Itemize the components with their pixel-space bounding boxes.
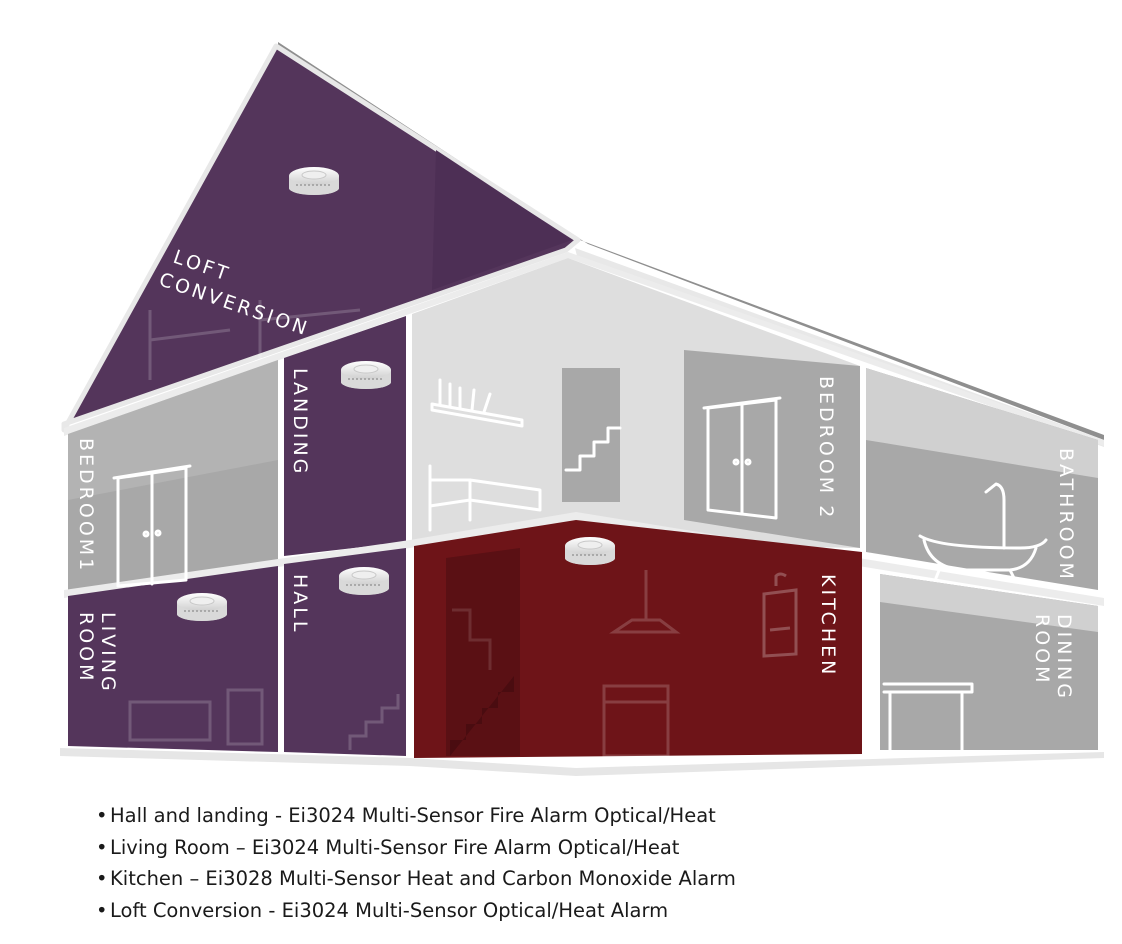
hall-room: [284, 548, 406, 756]
dining-label-line2: ROOM: [1031, 614, 1053, 686]
legend-text: Loft Conversion - Ei3024 Multi-Sensor Op…: [110, 898, 669, 922]
bathroom-label: BATHROOM: [1055, 448, 1077, 582]
legend-item: •Kitchen – Ei3028 Multi-Sensor Heat and …: [96, 863, 736, 895]
smoke-alarm-icon: [564, 536, 616, 566]
center-doorway: [562, 368, 620, 502]
kitchen-room: [414, 520, 862, 758]
kitchen-stair-wall: [446, 548, 520, 756]
alarm-legend-list: •Hall and landing - Ei3024 Multi-Sensor …: [96, 800, 736, 926]
bedroom1-ceiling: [68, 360, 278, 500]
legend-item: •Loft Conversion - Ei3024 Multi-Sensor O…: [96, 895, 736, 927]
legend-text: Living Room – Ei3024 Multi-Sensor Fire A…: [110, 835, 680, 859]
bed-outline: [428, 464, 542, 532]
kitchen-stairs-outline: [450, 608, 514, 756]
bedroom2-label: BEDROOM 2: [815, 376, 837, 520]
dining-table-outline: [882, 682, 974, 752]
hall-stairs-outline: [348, 694, 400, 750]
bedroom2-wardrobe-outline: [702, 396, 782, 520]
dining-ceiling: [880, 574, 1098, 632]
boiler-icon: [762, 572, 798, 658]
bedroom1-wardrobe-outline: [112, 464, 192, 588]
living-furniture-outline: [128, 688, 264, 746]
legend-item: •Hall and landing - Ei3024 Multi-Sensor …: [96, 800, 736, 832]
legend-item: •Living Room – Ei3024 Multi-Sensor Fire …: [96, 832, 736, 864]
living-label-line2: ROOM: [75, 612, 97, 684]
hall-label: HALL: [289, 574, 311, 634]
legend-text: Kitchen – Ei3028 Multi-Sensor Heat and C…: [110, 867, 736, 890]
bullet-icon: •: [96, 804, 108, 827]
kitchen-appliances-outline: [602, 570, 681, 758]
legend-text: Hall and landing - Ei3024 Multi-Sensor F…: [110, 804, 716, 827]
bedroom2-room: [684, 350, 860, 548]
bookshelf-outline: [430, 378, 524, 428]
bullet-icon: •: [96, 898, 108, 922]
loft-inner-wall: [432, 150, 572, 290]
ground-slab: [60, 748, 1104, 776]
bullet-icon: •: [96, 835, 108, 859]
loft-bed-outline: [148, 300, 361, 380]
house-cutaway-diagram: LOFT CONVERSION BEDROOM1 LANDING BEDROOM…: [60, 42, 1104, 776]
center-stairs-up: [564, 426, 622, 472]
smoke-alarm-icon: [340, 360, 392, 390]
bullet-icon: •: [96, 867, 108, 890]
living-label-line1: LIVING: [97, 612, 119, 694]
smoke-alarm-icon: [288, 166, 340, 196]
bathtub-outline: [918, 482, 1048, 580]
smoke-alarm-icon: [338, 566, 390, 596]
bedroom1-label: BEDROOM1: [75, 438, 97, 573]
kitchen-label: KITCHEN: [817, 574, 839, 677]
landing-label: LANDING: [289, 368, 311, 476]
smoke-alarm-icon: [176, 592, 228, 622]
bedroom1-room: [68, 360, 278, 590]
dining-label-line1: DINING: [1053, 614, 1075, 701]
loft-conversion-room: [61, 43, 581, 433]
bathroom-ceiling: [866, 368, 1098, 478]
